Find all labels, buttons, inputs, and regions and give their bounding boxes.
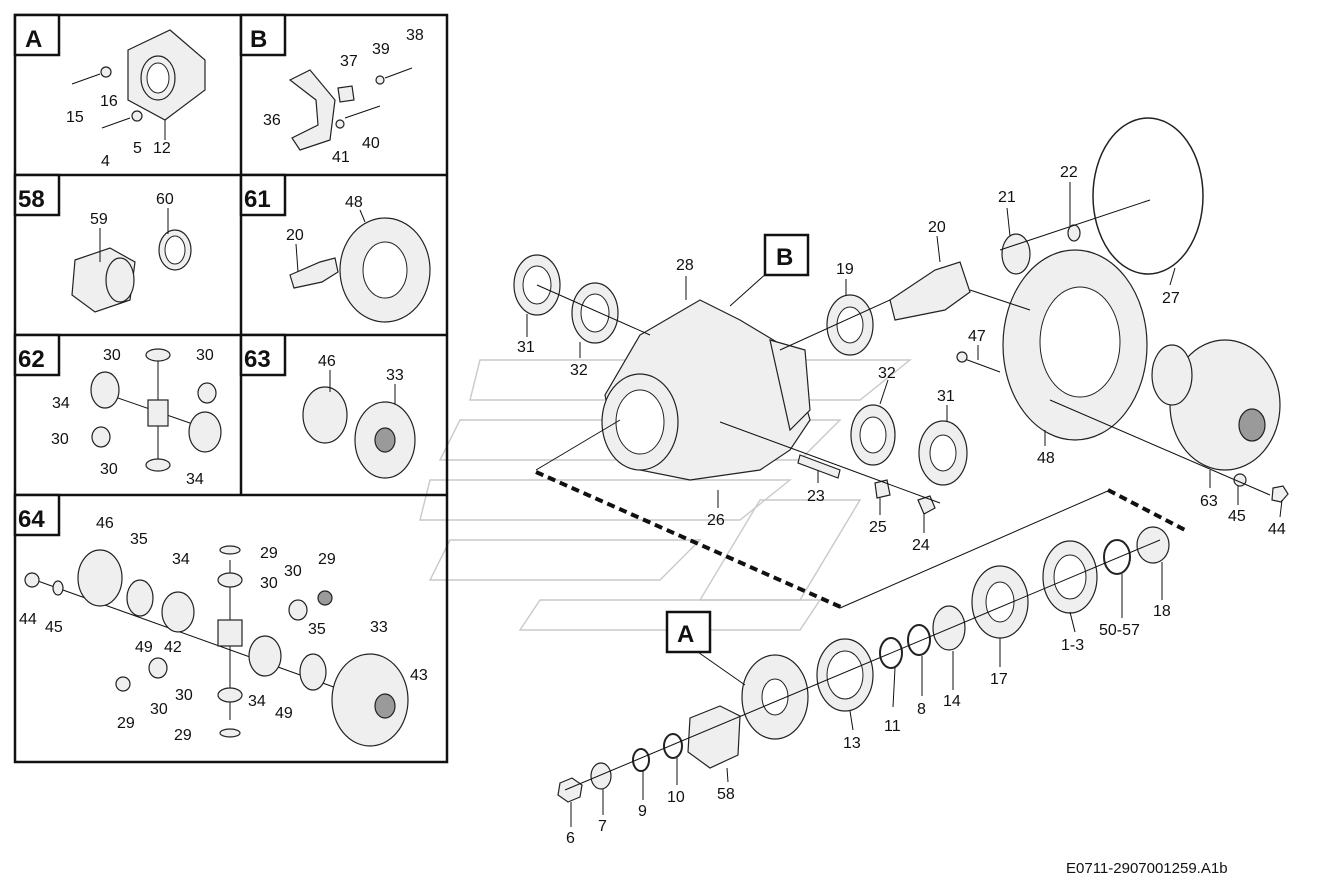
label: 7 [598, 818, 607, 835]
label: 34 [172, 551, 190, 568]
label: 5 [133, 140, 142, 157]
label: 36 [263, 112, 281, 129]
label: 15 [66, 109, 84, 126]
panel-64-tag: 64 [18, 506, 45, 533]
label: 30 [100, 461, 118, 478]
detail-panels [13, 13, 449, 764]
label: 34 [248, 693, 266, 710]
label: 45 [1228, 508, 1246, 525]
label: 30 [51, 431, 69, 448]
label: 42 [164, 639, 182, 656]
label: 33 [386, 367, 404, 384]
label: 50-57 [1099, 622, 1140, 639]
label: 29 [318, 551, 336, 568]
label: 48 [345, 194, 363, 211]
label: 58 [717, 786, 735, 803]
panel-63: 63 46 33 [239, 333, 416, 479]
label: 60 [156, 191, 174, 208]
label: 46 [318, 353, 336, 370]
label: 45 [45, 619, 63, 636]
drawing-number: E0711-2907001259.A1b [1066, 860, 1228, 877]
label: 31 [937, 388, 955, 405]
label: 17 [990, 671, 1008, 688]
label: 31 [517, 339, 535, 356]
panel-58: 58 59 60 [13, 173, 192, 313]
label: 30 [260, 575, 278, 592]
label: 1-3 [1061, 637, 1084, 654]
label: 29 [117, 715, 135, 732]
panel-62: 62 30 30 34 30 30 34 [13, 333, 222, 488]
label: 34 [52, 395, 70, 412]
label: 23 [807, 488, 825, 505]
label: 44 [19, 611, 37, 628]
label: 47 [968, 328, 986, 345]
label: 8 [917, 701, 926, 718]
label: 19 [836, 261, 854, 278]
label: 20 [286, 227, 304, 244]
label: 38 [406, 27, 424, 44]
label: 59 [90, 211, 108, 228]
label: 30 [103, 347, 121, 364]
label: 41 [332, 149, 350, 166]
panel-58-tag: 58 [18, 186, 45, 213]
label: 63 [1200, 493, 1218, 510]
label: 30 [150, 701, 168, 718]
label: 21 [998, 189, 1016, 206]
label: 26 [707, 512, 725, 529]
label: 32 [570, 362, 588, 379]
label: 39 [372, 41, 390, 58]
panel-b: B 37 39 38 36 41 40 [239, 13, 424, 166]
panel-61-tag: 61 [244, 186, 271, 213]
panel-a-tag: A [25, 26, 42, 53]
label: 28 [676, 257, 694, 274]
label: 6 [566, 830, 575, 847]
label: 40 [362, 135, 380, 152]
panel-b-tag: B [250, 26, 267, 53]
label: 24 [912, 537, 930, 554]
label: 12 [153, 140, 171, 157]
label: 11 [884, 718, 901, 735]
label: 18 [1153, 603, 1171, 620]
label: 13 [843, 735, 861, 752]
label: 29 [260, 545, 278, 562]
label: 4 [101, 153, 110, 170]
label: 30 [175, 687, 193, 704]
label: 46 [96, 515, 114, 532]
panel-a: A 15 16 4 5 12 [13, 13, 206, 170]
callout-a: A [677, 621, 694, 648]
label: 37 [340, 53, 358, 70]
label: 49 [275, 705, 293, 722]
label: 44 [1268, 521, 1286, 538]
label: 25 [869, 519, 887, 536]
label: 43 [410, 667, 428, 684]
label: 33 [370, 619, 388, 636]
label: 9 [638, 803, 647, 820]
label: 32 [878, 365, 896, 382]
label: 27 [1162, 290, 1180, 307]
label: 29 [174, 727, 192, 744]
label: 48 [1037, 450, 1055, 467]
label: 49 [135, 639, 153, 656]
label: 34 [186, 471, 204, 488]
panel-64: 64 46 35 34 29 29 30 30 44 45 49 42 35 3… [13, 493, 428, 747]
main-exploded-view: B A 28 31 32 19 20 21 22 27 47 32 31 48 … [513, 117, 1289, 847]
label: 30 [284, 563, 302, 580]
label: 22 [1060, 164, 1078, 181]
panel-62-tag: 62 [18, 346, 45, 373]
panel-63-tag: 63 [244, 346, 271, 373]
label: 16 [100, 93, 118, 110]
label: 10 [667, 789, 685, 806]
label: 35 [308, 621, 326, 638]
callout-b: B [776, 244, 793, 271]
label: 30 [196, 347, 214, 364]
label: 35 [130, 531, 148, 548]
label: 14 [943, 693, 961, 710]
panel-61: 61 20 48 [239, 173, 431, 323]
label: 20 [928, 219, 946, 236]
